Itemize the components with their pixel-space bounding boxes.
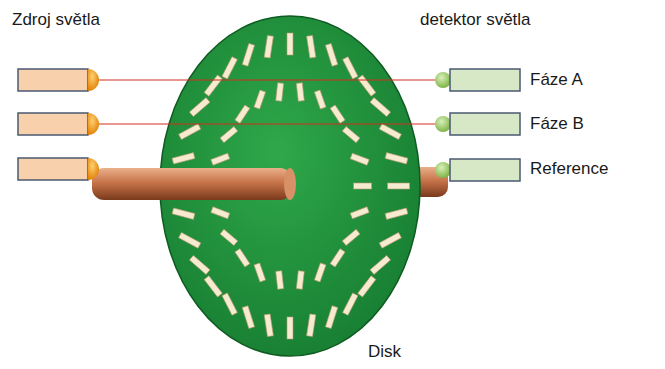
disk-slot <box>235 105 250 123</box>
disk-slot <box>204 276 222 297</box>
disk-slot <box>307 35 316 58</box>
disk-slot <box>330 249 345 267</box>
disk-slot <box>179 124 201 140</box>
disk-slot <box>189 98 210 117</box>
disk-slot <box>222 293 237 315</box>
disk-slot <box>350 207 369 219</box>
disk-slot <box>220 127 238 143</box>
disk-slot <box>379 124 401 140</box>
source-label: Zdroj světla <box>12 10 100 30</box>
light-sources <box>18 69 99 180</box>
shaft-end <box>284 168 296 200</box>
disk-slot <box>204 75 222 96</box>
disk-slot <box>379 232 401 248</box>
light-beams <box>99 80 440 124</box>
disk-slot <box>343 57 358 79</box>
disk-slot <box>314 90 326 109</box>
part-name: Disk <box>368 342 401 362</box>
disk-slot <box>343 293 358 315</box>
disk-slot <box>325 43 337 66</box>
disk-slot <box>330 105 345 123</box>
disk-slot <box>296 271 304 290</box>
disk-slot <box>211 207 230 219</box>
disk-slot <box>296 83 304 102</box>
disk-slot <box>211 153 230 165</box>
disk-slot <box>314 263 326 282</box>
disk-slot <box>350 153 369 165</box>
disk-slot <box>264 314 273 337</box>
disk-slot <box>220 229 238 245</box>
disk-slot <box>354 183 372 189</box>
disk-slot <box>276 271 284 290</box>
disk-slot <box>287 33 293 55</box>
detector-label: detektor světla <box>420 10 531 30</box>
disk-slot <box>358 75 376 96</box>
signal-name: Fáze B <box>530 114 584 134</box>
disk-slot <box>342 127 360 143</box>
disk-slot <box>370 98 391 117</box>
disk-slot <box>388 183 410 189</box>
disk-slot <box>189 255 210 274</box>
disk-slot <box>264 35 273 58</box>
disk-slot <box>287 317 293 339</box>
shaft <box>92 168 292 200</box>
disk-slot <box>254 263 266 282</box>
disk-slot <box>307 314 316 337</box>
disk-slot <box>385 153 408 164</box>
disk-slot <box>370 255 391 274</box>
light-detectors <box>435 69 520 181</box>
disk-slot <box>172 208 195 219</box>
disk-slot <box>242 306 254 329</box>
disk-slot <box>254 90 266 109</box>
disk-slot <box>358 276 376 297</box>
disk-slot <box>342 229 360 245</box>
disk-slot <box>172 153 195 164</box>
disk-slot <box>235 249 250 267</box>
disk-slot <box>325 306 337 329</box>
disk-slot <box>276 83 284 102</box>
signal-name: Fáze A <box>530 70 583 90</box>
disk-slot <box>179 232 201 248</box>
disk-slot <box>222 57 237 79</box>
disk-slot <box>242 43 254 66</box>
signal-name: Reference <box>530 159 608 179</box>
disk-slot <box>385 208 408 219</box>
